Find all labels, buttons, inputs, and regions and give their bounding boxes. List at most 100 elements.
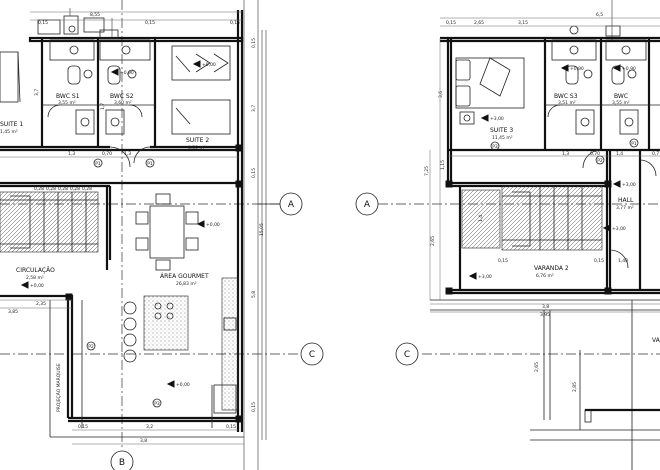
svg-text:+0,00: +0,00 [202, 62, 216, 68]
stair-dims-left: 0,28 0,28 0,28 0,28 0,28 [34, 186, 92, 192]
room-label-suite1: SUITE 1 1,45 m² [0, 121, 23, 135]
svg-text:BWC S2: BWC S2 [110, 93, 134, 100]
svg-text:A: A [288, 200, 295, 210]
svg-text:2,65: 2,65 [534, 362, 540, 372]
svg-text:3,8: 3,8 [140, 438, 147, 444]
room-label-circulacao: CIRCULAÇÃO 2,58 m² [16, 267, 55, 281]
svg-text:3,7: 3,7 [251, 105, 257, 112]
gourmet-small-box [213, 384, 237, 414]
svg-text:3,85: 3,85 [8, 309, 18, 315]
stair-treads-left [0, 192, 98, 252]
svg-text:1,7: 1,7 [100, 103, 106, 110]
svg-text:1,3: 1,3 [562, 151, 569, 157]
gourmet-bench [221, 277, 239, 411]
bed-suite3 [455, 57, 525, 125]
dining-table [135, 193, 199, 271]
svg-text:P1: P1 [631, 141, 637, 147]
svg-text:8,50 m²: 8,50 m² [188, 145, 206, 151]
svg-text:+3,00: +3,00 [622, 182, 636, 188]
svg-text:C: C [404, 350, 410, 360]
level-markers-right: +3,00 +3,00 +3,00 +3,00 +0,90 +0,90 [468, 64, 636, 280]
svg-text:0,15: 0,15 [251, 168, 257, 178]
stair-right [501, 185, 603, 251]
svg-text:0,15: 0,15 [226, 424, 236, 430]
room-label-suite3: SUITE 3 11,45 m² [490, 127, 513, 141]
svg-text:2,35: 2,35 [36, 301, 46, 307]
svg-text:0,28: 0,28 [82, 186, 92, 192]
svg-text:P1: P1 [95, 161, 101, 167]
axis-bubble-b: B [110, 450, 134, 470]
svg-text:SUITE 3: SUITE 3 [490, 127, 513, 134]
level-markers-left: +0,00 +0,00 +0,00 +0,00 +0,90 [20, 60, 220, 388]
svg-text:0,28: 0,28 [46, 186, 56, 192]
right-plan-walls [430, 36, 660, 470]
svg-text:2,65: 2,65 [430, 236, 436, 246]
room-label-bwc-s2: BWC S2 3,60 m² [110, 93, 134, 106]
svg-text:BWC S3: BWC S3 [554, 93, 578, 100]
svg-text:3,55 m²: 3,55 m² [612, 100, 630, 106]
svg-text:0,28: 0,28 [70, 186, 80, 192]
svg-text:1,4: 1,4 [478, 215, 484, 222]
svg-text:+3,00: +3,00 [478, 274, 492, 280]
svg-text:3,95: 3,95 [540, 312, 550, 318]
svg-text:8,55: 8,55 [90, 12, 100, 18]
left-dims: 8,55 0,15 0,15 0,15 1,3 0,70 1,3 3,85 2,… [0, 11, 265, 445]
svg-text:+3,00: +3,00 [490, 116, 504, 122]
svg-text:0,15: 0,15 [230, 20, 240, 26]
sink-gourmet [223, 317, 237, 331]
svg-text:0,15: 0,15 [145, 20, 155, 26]
svg-text:0,15: 0,15 [38, 20, 48, 26]
svg-text:1,15: 1,15 [440, 160, 446, 170]
left-top-block [37, 8, 113, 38]
svg-text:P2: P2 [88, 344, 94, 350]
bed-suite1 [0, 51, 21, 103]
svg-text:B: B [119, 458, 125, 468]
svg-text:P3: P3 [492, 144, 498, 150]
room-label-bwc-s3: BWC S3 3,51 m² [554, 93, 578, 106]
bar-stools [123, 301, 137, 363]
svg-text:0,15: 0,15 [251, 38, 257, 48]
axis-bubble-c-left: C [300, 342, 324, 366]
svg-text:+0,90: +0,90 [570, 66, 584, 72]
stair-side-hatch [461, 189, 501, 249]
svg-text:0,15: 0,15 [446, 20, 456, 26]
svg-text:6,76 m²: 6,76 m² [536, 273, 554, 279]
svg-text:2,65: 2,65 [474, 20, 484, 26]
svg-text:3,60 m²: 3,60 m² [114, 100, 132, 106]
svg-text:1,4: 1,4 [616, 151, 623, 157]
svg-text:3,15: 3,15 [518, 20, 528, 26]
svg-text:1,40: 1,40 [618, 258, 628, 264]
axis-bubble-a-right: A [355, 192, 379, 216]
left-plan-walls [0, 10, 244, 438]
svg-text:1,3: 1,3 [68, 151, 75, 157]
svg-text:7,25: 7,25 [424, 166, 430, 176]
bath-fixtures-right [551, 25, 647, 135]
svg-text:P2: P2 [597, 158, 603, 164]
svg-text:2,85: 2,85 [572, 382, 578, 392]
stair-left [0, 191, 99, 253]
svg-text:0,28: 0,28 [58, 186, 68, 192]
svg-text:3,2: 3,2 [146, 424, 153, 430]
svg-text:C: C [309, 350, 315, 360]
svg-text:15,05: 15,05 [259, 223, 265, 236]
svg-text:0,70: 0,70 [590, 151, 600, 157]
axis-bubble-c-right: C [395, 342, 419, 366]
svg-text:11,45 m²: 11,45 m² [492, 135, 513, 141]
svg-text:SUITE 1: SUITE 1 [0, 121, 23, 128]
svg-text:+0,00: +0,00 [206, 222, 220, 228]
svg-text:5,8: 5,8 [251, 291, 257, 298]
svg-text:BWC S1: BWC S1 [56, 93, 80, 100]
svg-text:0,28: 0,28 [34, 186, 44, 192]
svg-text:CIRCULAÇÃO: CIRCULAÇÃO [16, 267, 55, 274]
cooktop [154, 302, 174, 320]
svg-text:0,15: 0,15 [498, 258, 508, 264]
columns-right [445, 180, 612, 295]
stair-treads-right [502, 186, 602, 250]
svg-text:0,70: 0,70 [102, 151, 112, 157]
room-label-bwc: BWC 3,55 m² [612, 93, 630, 106]
svg-text:3,77 m²: 3,77 m² [616, 205, 634, 211]
svg-text:+0,90: +0,90 [120, 70, 134, 76]
svg-text:BWC: BWC [614, 93, 628, 100]
svg-text:+0,00: +0,00 [30, 283, 44, 289]
